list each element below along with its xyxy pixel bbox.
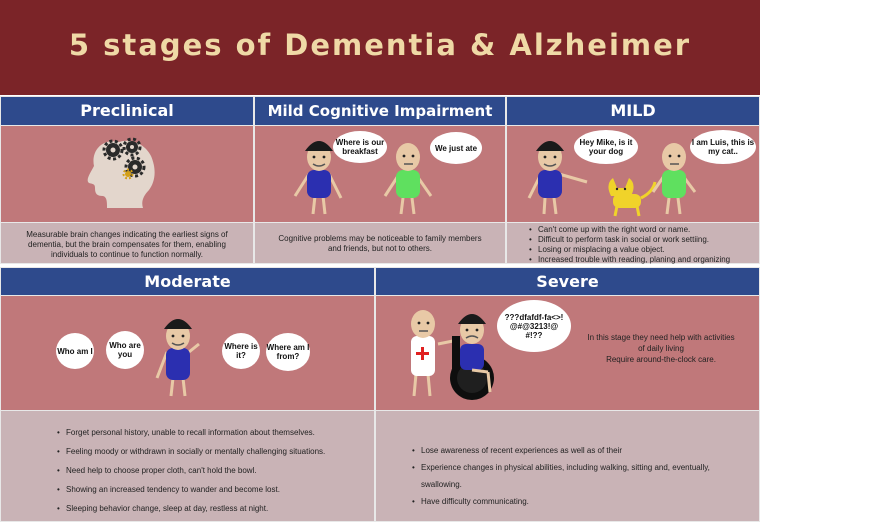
elderly-person-figure <box>155 319 200 397</box>
brain-gears-illustration <box>87 137 155 208</box>
severe-note: In this stage they need help with activi… <box>586 332 736 365</box>
mild-bullet-list: Can't come up with the right word or nam… <box>529 225 751 265</box>
list-item: Showing an increased tendency to wander … <box>57 480 366 499</box>
severe-bullet-list: Lose awareness of recent experiences as … <box>412 442 751 510</box>
elderly-person-figure <box>458 314 492 393</box>
gibberish-speech-bubble: ???dfafdf-fa<>!@#@3213!@#!?? <box>497 300 571 352</box>
list-item: Losing or misplacing a value object. <box>529 245 751 255</box>
moderate-bullet-list: Forget personal history, unable to recal… <box>57 423 366 518</box>
person-cat-illustration <box>527 141 697 217</box>
list-item: Can't come up with the right word or nam… <box>529 225 751 235</box>
moderate-header: Moderate <box>0 267 375 296</box>
confused-person-illustration <box>155 319 200 397</box>
severe-header: Severe <box>375 267 760 296</box>
nurse-figure <box>411 310 459 397</box>
speech-bubble: Who are you <box>106 331 144 369</box>
mci-description: Cognitive problems may be noticeable to … <box>254 222 506 264</box>
list-item: Need help to choose proper cloth, can't … <box>57 461 366 480</box>
person-figure <box>651 143 697 215</box>
list-item: Increased trouble with reading, planing … <box>529 255 751 265</box>
list-item: Feeling moody or withdrawn in socially o… <box>57 442 366 461</box>
moderate-description: Forget personal history, unable to recal… <box>0 410 375 522</box>
mci-header: Mild Cognitive Impairment <box>254 96 506 126</box>
gear-icon <box>122 168 134 180</box>
severe-note-line: In this stage they need help with activi… <box>587 333 735 353</box>
list-item: Forget personal history, unable to recal… <box>57 423 366 442</box>
page-title: 5 stages of Dementia & Alzheimer <box>68 28 692 62</box>
list-item: Lose awareness of recent experiences as … <box>412 442 751 459</box>
speech-bubble: Where am I from? <box>266 333 310 371</box>
speech-bubble: Where is it? <box>222 333 260 369</box>
speech-bubble: Who am I <box>56 333 94 369</box>
elderly-person-figure <box>527 141 588 215</box>
severe-note-line: Require around-the-clock care. <box>606 355 716 364</box>
elderly-person-figure <box>293 141 343 215</box>
cat-figure <box>608 178 657 217</box>
severe-description: Lose awareness of recent experiences as … <box>375 410 760 522</box>
list-item: Experience changes in physical abilities… <box>412 459 751 493</box>
mild-header: MILD <box>506 96 760 126</box>
person-figure <box>383 143 433 215</box>
speech-bubble-left: Where is our breakfast <box>333 131 387 163</box>
preclinical-description: Measurable brain changes indicating the … <box>0 222 254 264</box>
preclinical-header: Preclinical <box>0 96 254 126</box>
title-banner <box>0 0 760 95</box>
caregiver-wheelchair-illustration <box>411 310 494 400</box>
speech-bubble-left: Hey Mike, is it your dog <box>574 130 638 164</box>
gear-icon <box>122 137 142 157</box>
list-item: Have difficulty communicating. <box>412 493 751 510</box>
list-item: Sleeping behavior change, sleep at day, … <box>57 499 366 518</box>
speech-bubble-right: I am Luis, this is my cat.. <box>690 130 756 164</box>
two-people-illustration <box>293 141 433 215</box>
speech-bubble-right: We just ate <box>430 132 482 164</box>
list-item: Difficult to perform task in social or w… <box>529 235 751 245</box>
gear-icon <box>102 139 124 161</box>
preclinical-illustration-panel <box>0 126 254 222</box>
mild-description: Can't come up with the right word or nam… <box>506 222 760 265</box>
